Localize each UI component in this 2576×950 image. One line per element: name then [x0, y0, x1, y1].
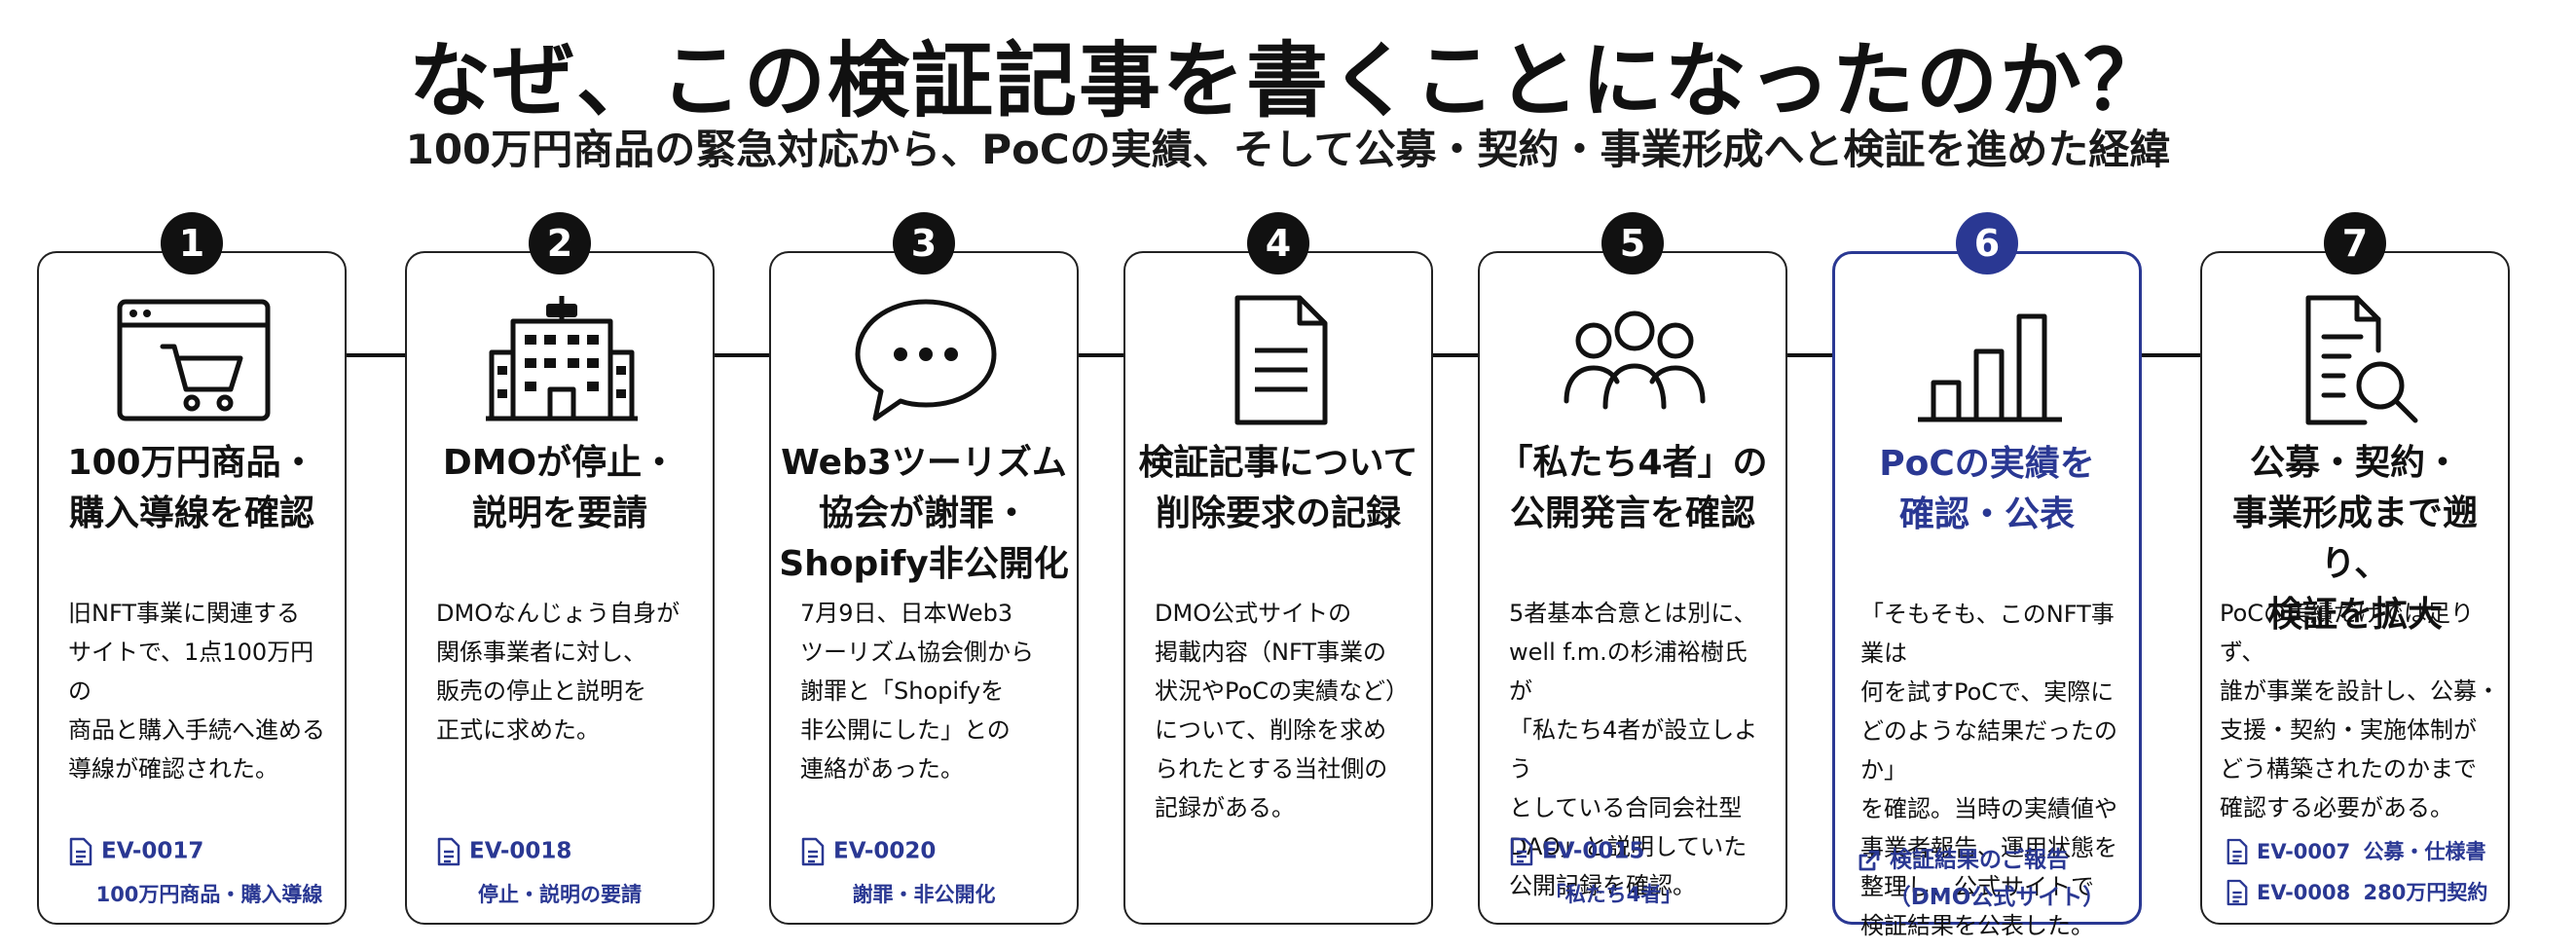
step-card-1: 100万円商品・購入導線を確認 旧NFT事業に関連するサイトで、1点100万円の…: [37, 251, 347, 925]
step-heading: 100万円商品・購入導線を確認: [67, 443, 316, 533]
step-description: 5者基本合意とは別に、well f.m.の杉浦裕樹氏が「私たち4者が設立しようと…: [1509, 600, 1758, 899]
page-title: なぜ、この検証記事を書くことになったのか？: [408, 33, 2167, 128]
step-description: 「そもそも、このNFT事業は何を試すPoCで、実際にどのような結果だったのか」を…: [1860, 601, 2117, 939]
step-heading: 検証記事について削除要求の記録: [1138, 443, 1418, 533]
connector-line: [347, 353, 405, 357]
step-description: DMOなんじょう自身が関係事業者に対し、販売の停止と説明を正式に求めた。: [436, 600, 681, 744]
speech-bubble-icon: [848, 292, 1004, 428]
step-number-badge: 4: [1247, 212, 1309, 274]
step-card-2: DMOが停止・説明を要請 DMOなんじょう自身が関係事業者に対し、販売の停止と説…: [405, 251, 715, 925]
bar-chart-icon: [1912, 293, 2068, 429]
document-icon: [800, 837, 833, 865]
evidence-label: 280万円契約: [2363, 881, 2488, 904]
document-icon: [1202, 292, 1358, 428]
document-icon: [68, 837, 101, 865]
connector-line: [1079, 353, 1123, 357]
step-description: 旧NFT事業に関連するサイトで、1点100万円の商品と購入手続へ進める導線が確認…: [68, 600, 325, 783]
connector-line: [715, 353, 769, 357]
shopping-cart-icon: [116, 292, 272, 428]
external-link-icon: [1857, 847, 1890, 872]
step-card-7: 公募・契約・事業形成まで遡り、検証を拡大 PoCの実績だけでは足りず、誰が事業を…: [2200, 251, 2510, 925]
document-icon: [2226, 838, 2257, 865]
external-link-subtitle[interactable]: （DMO公式サイト）: [1888, 885, 2106, 910]
step-heading: 公募・契約・事業形成まで遡り、検証を拡大: [2231, 443, 2478, 635]
step-number-badge: 1: [161, 212, 223, 274]
document-icon: [1509, 837, 1542, 865]
document-search-icon: [2279, 292, 2435, 428]
evidence-label: 「私たち4者」: [1544, 883, 1682, 906]
building-icon: [484, 292, 640, 428]
connector-line: [1787, 353, 1832, 357]
evidence-label: 謝罪・非公開化: [852, 883, 996, 906]
step-number-badge: 3: [893, 212, 955, 274]
connector-line: [1433, 353, 1478, 357]
step-card-6: PoCの実績を確認・公表 「そもそも、このNFT事業は何を試すPoCで、実際にど…: [1832, 251, 2142, 939]
group-icon: [1557, 292, 1712, 428]
step-number-badge: 6: [1956, 212, 2018, 274]
evidence-link[interactable]: EV-0017: [68, 835, 203, 867]
page-subtitle: 100万円商品の緊急対応から、PoCの実績、そして公募・契約・事業形成へと検証を…: [405, 126, 2171, 173]
evidence-link[interactable]: EV-0008 280万円契約: [2226, 876, 2487, 908]
step-card-4: 検証記事について削除要求の記録 DMO公式サイトの掲載内容（NFT事業の状況やP…: [1123, 251, 1433, 925]
step-number-badge: 7: [2324, 212, 2386, 274]
step-card-5: 「私たち4者」の公開発言を確認 5者基本合意とは別に、well f.m.の杉浦裕…: [1478, 251, 1787, 925]
evidence-link[interactable]: EV-0020: [800, 835, 936, 867]
connector-line: [2142, 353, 2200, 357]
step-description: PoCの実績だけでは足りず、誰が事業を設計し、公募・支援・契約・実施体制がどう構…: [2220, 600, 2500, 822]
document-icon: [436, 837, 469, 865]
evidence-label: 停止・説明の要請: [478, 883, 642, 906]
step-description: DMO公式サイトの掲載内容（NFT事業の状況やPoCの実績など）について、削除を…: [1155, 600, 1410, 822]
evidence-label: 公募・仕様書: [2363, 840, 2486, 863]
step-heading: Web3ツーリズム協会が謝罪・Shopify非公開化: [779, 443, 1069, 584]
step-number-badge: 2: [529, 212, 591, 274]
evidence-link[interactable]: EV-0007 公募・仕様書: [2226, 835, 2486, 867]
step-heading: PoCの実績を確認・公表: [1879, 444, 2095, 534]
step-number-badge: 5: [1601, 212, 1664, 274]
evidence-label: 100万円商品・購入導線: [95, 883, 323, 906]
evidence-link[interactable]: EV-0018: [436, 835, 571, 867]
external-link[interactable]: 検証結果のご報告: [1857, 844, 2069, 876]
evidence-link[interactable]: EV-0015: [1509, 835, 1644, 867]
document-icon: [2226, 879, 2257, 906]
step-heading: DMOが停止・説明を要請: [442, 443, 678, 533]
step-heading: 「私たち4者」の公開発言を確認: [1497, 443, 1768, 533]
